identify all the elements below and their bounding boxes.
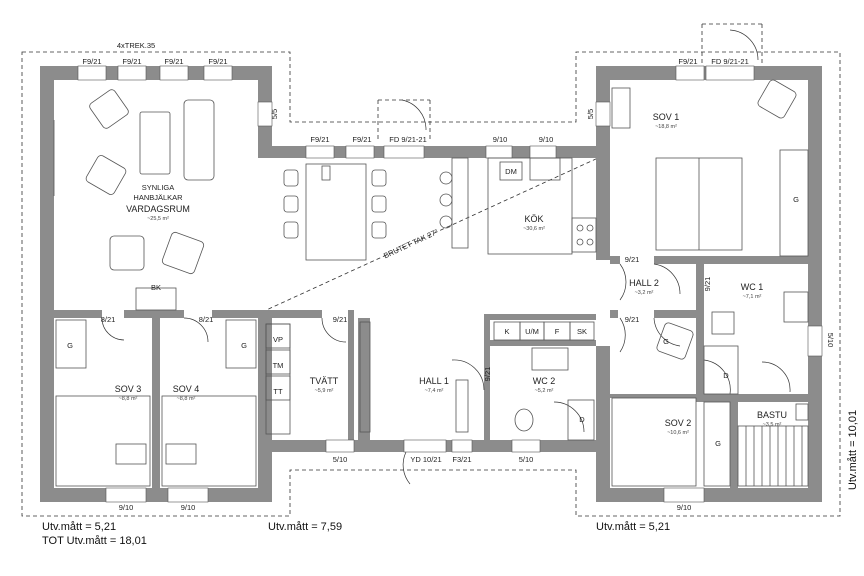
ceiling-break-line	[261, 157, 599, 313]
wc2-fixtures	[493, 321, 595, 441]
vardagsrum-note-1: SYNLIGA	[142, 183, 175, 192]
svg-text:~25,5 m²: ~25,5 m²	[147, 216, 169, 222]
room-labels: SYNLIGA HANBJÄLKAR VARDAGSRUM ~25,5 m² K…	[115, 112, 787, 436]
svg-text:G: G	[67, 341, 73, 350]
svg-text:9/10: 9/10	[677, 503, 692, 512]
svg-text:G: G	[241, 341, 247, 350]
window-openings	[77, 65, 823, 503]
svg-text:9/21: 9/21	[625, 315, 640, 324]
svg-text:~30,6 m²: ~30,6 m²	[523, 226, 545, 232]
svg-text:F9/21: F9/21	[164, 57, 183, 66]
svg-text:F: F	[555, 327, 560, 336]
svg-text:5/5: 5/5	[270, 109, 279, 119]
svg-text:F9/21: F9/21	[208, 57, 227, 66]
room-sov1: SOV 1	[653, 112, 680, 122]
svg-text:TM: TM	[273, 361, 284, 370]
svg-text:F9/21: F9/21	[678, 57, 697, 66]
svg-text:~7,1 m²: ~7,1 m²	[743, 294, 762, 300]
room-tvatt: TVÄTT	[310, 376, 339, 386]
svg-text:~3,5 m²: ~3,5 m²	[763, 422, 782, 428]
svg-text:F9/21: F9/21	[122, 57, 141, 66]
svg-text:DM: DM	[505, 167, 517, 176]
svg-text:~10,6 m²: ~10,6 m²	[667, 430, 689, 436]
room-sov2: SOV 2	[665, 418, 692, 428]
svg-text:YD 10/21: YD 10/21	[410, 455, 441, 464]
svg-text:F9/21: F9/21	[352, 135, 371, 144]
svg-text:~8,8 m²: ~8,8 m²	[177, 396, 196, 402]
svg-text:FD 9/21-21: FD 9/21-21	[389, 135, 427, 144]
svg-text:FD 9/21-21: FD 9/21-21	[711, 57, 749, 66]
svg-text:G: G	[715, 439, 721, 448]
svg-text:5/10: 5/10	[519, 455, 534, 464]
roof-outline	[21, 51, 841, 517]
svg-text:9/21: 9/21	[703, 277, 712, 292]
svg-text:5/5: 5/5	[586, 109, 595, 119]
room-bastu: BASTU	[757, 410, 787, 420]
svg-text:~5,2 m²: ~5,2 m²	[535, 388, 554, 394]
room-vardagsrum: VARDAGSRUM	[126, 204, 190, 214]
svg-text:8/21: 8/21	[199, 315, 214, 324]
fixture-labels: DM BK VP TM TT K U/M F SK G G G G G D D	[67, 167, 799, 448]
entrance-canopy	[377, 99, 431, 140]
dim-right: Utv.mått = 5,21	[596, 521, 670, 533]
svg-text:D: D	[723, 371, 729, 380]
svg-text:G: G	[663, 337, 669, 346]
living-room-furniture	[53, 89, 215, 311]
vardagsrum-note-2: HANBJÄLKAR	[133, 193, 183, 202]
dim-side: Utv.mått = 10,01	[847, 410, 859, 490]
room-sov4: SOV 4	[173, 384, 200, 394]
svg-text:9/10: 9/10	[493, 135, 508, 144]
svg-text:8/21: 8/21	[101, 315, 116, 324]
svg-text:5/10: 5/10	[333, 455, 348, 464]
dim-left: Utv.mått = 5,21	[42, 521, 116, 533]
svg-text:VP: VP	[273, 335, 283, 344]
room-wc1: WC 1	[741, 282, 764, 292]
room-wc2: WC 2	[533, 376, 556, 386]
svg-text:G: G	[793, 195, 799, 204]
svg-text:~8,8 m²: ~8,8 m²	[119, 396, 138, 402]
window-labels: F9/21 F9/21 F9/21 F9/21 5/5 F9/21 F9/21 …	[82, 57, 835, 512]
utility-fixtures	[265, 321, 469, 435]
svg-text:F9/21: F9/21	[82, 57, 101, 66]
svg-text:SK: SK	[577, 327, 587, 336]
title-note: 4xTREK.35	[117, 41, 155, 50]
dim-total: TOT Utv.mått = 18,01	[42, 535, 147, 547]
svg-text:9/10: 9/10	[539, 135, 554, 144]
door-swings	[101, 29, 791, 485]
svg-text:~3,2 m²: ~3,2 m²	[635, 290, 654, 296]
svg-text:9/10: 9/10	[181, 503, 196, 512]
svg-text:TT: TT	[273, 387, 283, 396]
svg-text:BK: BK	[151, 283, 161, 292]
ceiling-note: BRUTET TAK 27°	[382, 227, 440, 260]
svg-text:9/21: 9/21	[625, 255, 640, 264]
svg-text:D: D	[579, 415, 585, 424]
svg-text:9/21: 9/21	[333, 315, 348, 324]
svg-text:~7,4 m²: ~7,4 m²	[425, 388, 444, 394]
svg-text:5/10: 5/10	[826, 333, 835, 348]
svg-text:~18,8 m²: ~18,8 m²	[655, 124, 677, 130]
dim-middle: Utv.mått = 7,59	[268, 521, 342, 533]
sov3-sov4-furniture	[55, 319, 257, 487]
room-sov3: SOV 3	[115, 384, 142, 394]
svg-text:~5,9 m²: ~5,9 m²	[315, 388, 334, 394]
wc1-fixtures	[703, 291, 809, 395]
svg-text:F9/21: F9/21	[310, 135, 329, 144]
room-hall2: HALL 2	[629, 278, 659, 288]
door-labels: 8/21 8/21 9/21 9/21 9/21 9/21 9/21	[101, 255, 712, 381]
back-door-canopy	[701, 23, 763, 66]
svg-text:9/10: 9/10	[119, 503, 134, 512]
svg-text:K: K	[504, 327, 509, 336]
kitchen-furniture	[283, 157, 597, 261]
svg-text:U/M: U/M	[525, 327, 539, 336]
sov1-furniture	[611, 79, 809, 257]
room-kok: KÖK	[524, 214, 543, 224]
svg-text:F3/21: F3/21	[452, 455, 471, 464]
svg-text:9/21: 9/21	[483, 367, 492, 382]
room-hall1: HALL 1	[419, 376, 449, 386]
sov2-bastu-furniture	[611, 322, 809, 487]
